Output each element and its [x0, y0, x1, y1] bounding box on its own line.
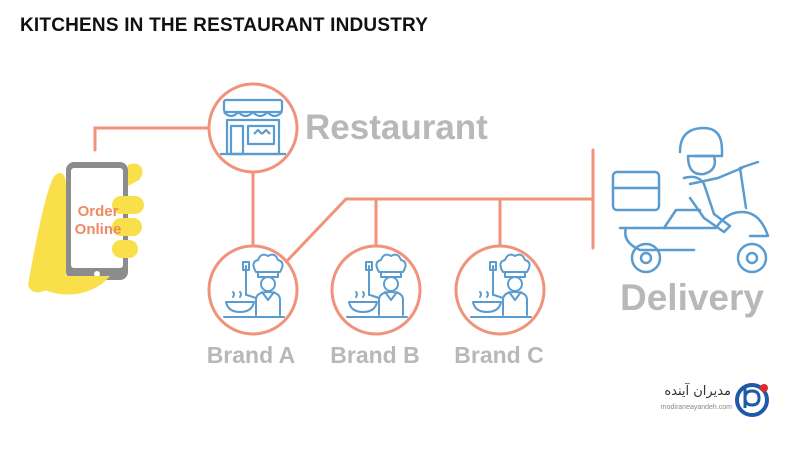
restaurant-label: Restaurant [305, 108, 488, 147]
storefront-icon [220, 98, 286, 156]
brand-b-node [330, 244, 422, 336]
page-title: KITCHENS IN THE RESTAURANT INDUSTRY [20, 15, 429, 36]
phone-in-hand-icon [28, 162, 144, 295]
brand-c-node [454, 244, 546, 336]
delivery-scooter-icon [611, 126, 770, 274]
logo-name: مدیران آینده [664, 384, 731, 399]
brand-c-label: Brand C [454, 342, 544, 368]
connector-brand-a-delivery [284, 197, 595, 264]
phone-online-text: Online [74, 221, 122, 238]
brand-logo-icon [735, 383, 769, 417]
restaurant-node [207, 82, 299, 174]
brand-a-label: Brand A [206, 342, 296, 368]
phone-order-text: Order [77, 203, 119, 220]
logo-url: modiraneayandeh.com [660, 404, 732, 411]
connector-lines [93, 126, 595, 264]
brand-b-label: Brand B [330, 342, 420, 368]
brand-a-node [207, 244, 299, 336]
connector-phone-restaurant [93, 126, 210, 152]
delivery-label: Delivery [620, 277, 764, 318]
